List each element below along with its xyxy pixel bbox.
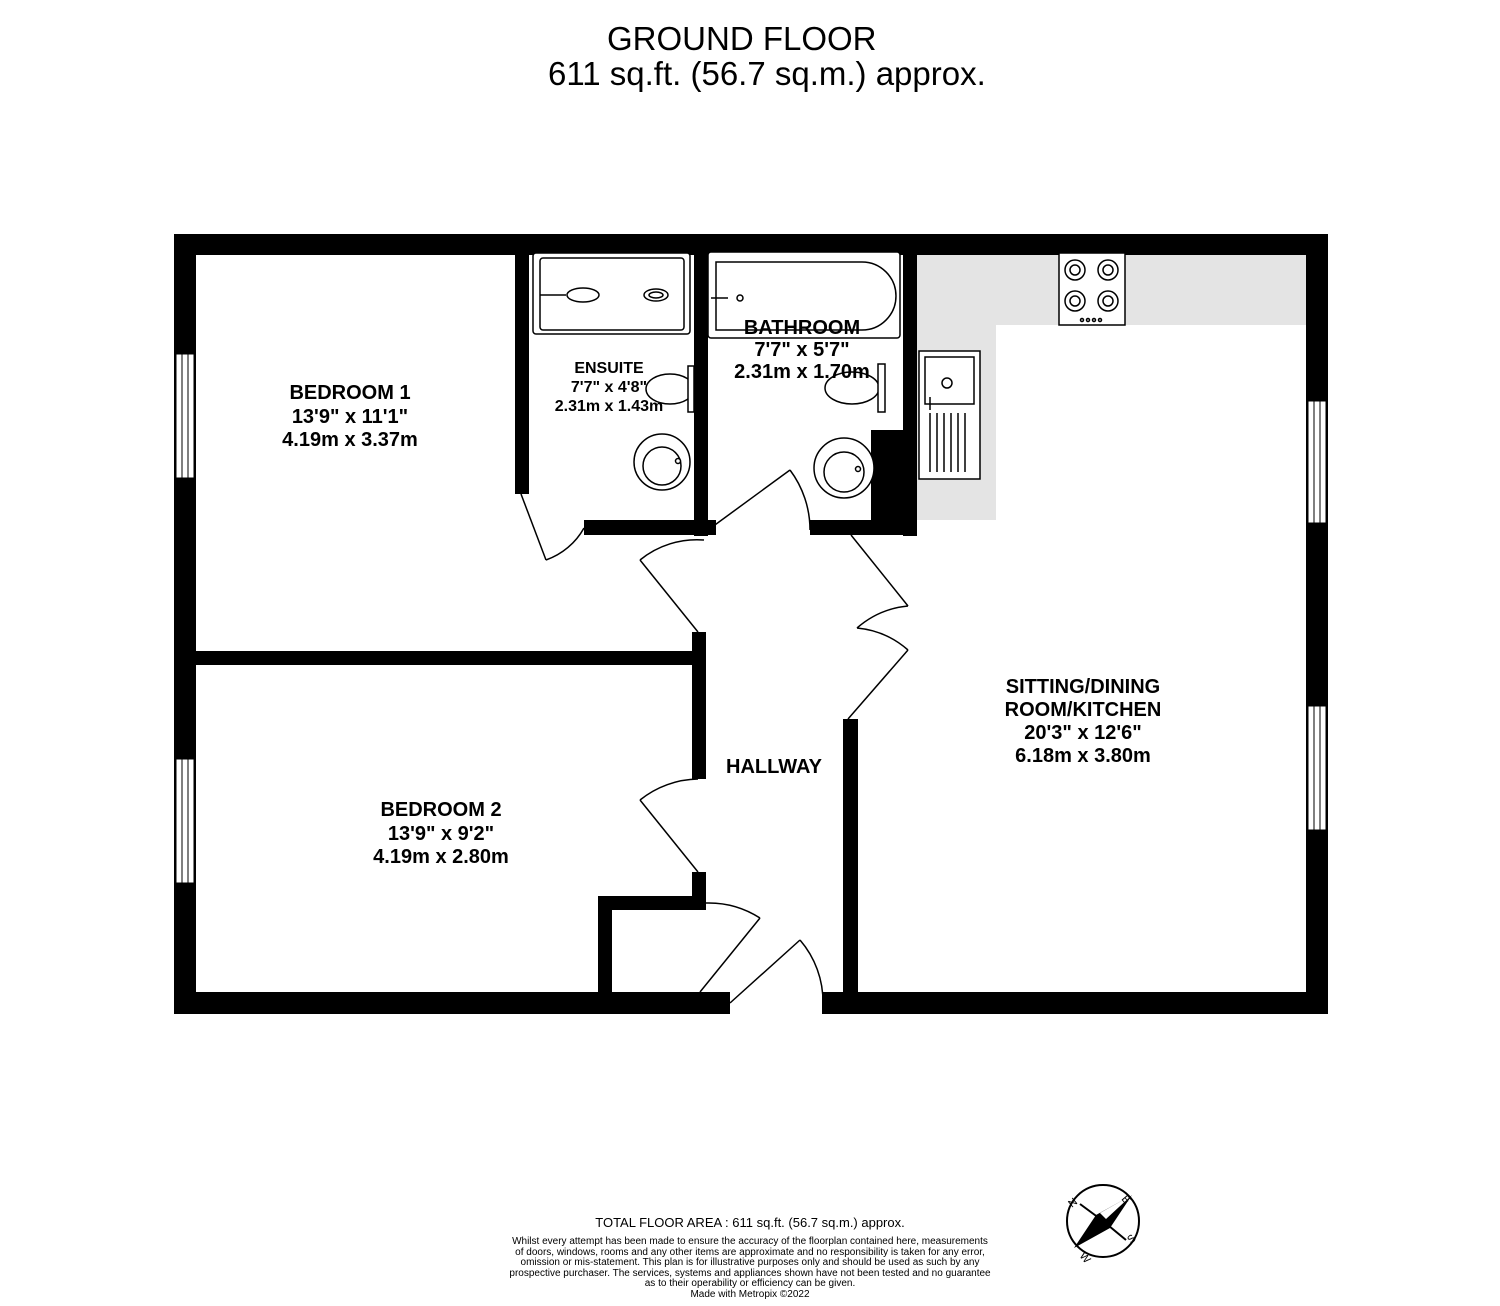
disclaimer-line: Whilst every attempt has been made to en…: [512, 1236, 988, 1247]
wall-ensuite-right: [694, 234, 708, 536]
label-sitting: SITTING/DINING ROOM/KITCHEN 20'3" x 12'6…: [1005, 676, 1162, 768]
ensuite-imperial: 7'7" x 4'8": [570, 378, 648, 396]
hob: [1058, 252, 1126, 326]
sink: [918, 350, 981, 480]
wall-ensuite-left: [515, 234, 529, 494]
door-cupboard: [699, 902, 761, 993]
window-bedroom1: [175, 353, 195, 479]
compass-ring: [1066, 1184, 1140, 1258]
floor-area: 611 sq.ft. (56.7 sq.m.) approx.: [548, 55, 986, 92]
bathroom-imperial: 7'7" x 5'7": [754, 339, 850, 361]
compass-n: N: [1066, 1196, 1080, 1210]
windows: [175, 353, 1327, 884]
door-bedroom1: [639, 538, 705, 633]
ensuite-name: ENSUITE: [574, 360, 644, 377]
total-floor-area: TOTAL FLOOR AREA : 611 sq.ft. (56.7 sq.m…: [595, 1215, 905, 1230]
wall-right: [1306, 234, 1328, 1014]
basin-bathroom: [813, 437, 875, 499]
compass-e: E: [1119, 1193, 1133, 1206]
disclaimer-line: as to their operability or efficiency ca…: [644, 1278, 856, 1290]
bathroom-metric: 2.31m x 1.70m: [734, 361, 870, 383]
kitchen-counter: [917, 255, 1306, 520]
wall-bathroom-right: [903, 234, 917, 536]
door-bathroom: [707, 469, 811, 531]
bathroom-name: BATHROOM: [743, 317, 861, 339]
window-sitting-2: [1307, 705, 1327, 831]
bedroom1-metric: 4.19m x 3.37m: [282, 429, 418, 452]
ensuite-fixtures: [532, 252, 695, 491]
door-sitting-lower: [847, 627, 909, 720]
sitting-name-line2: ROOM/KITCHEN: [1004, 699, 1162, 721]
disclaimer-line: prospective purchaser. The services, sys…: [509, 1267, 991, 1279]
sitting-imperial: 20'3" x 12'6": [1024, 722, 1142, 744]
door-sitting-upper: [850, 534, 909, 629]
ensuite-metric: 2.31m x 1.43m: [554, 397, 664, 415]
label-bathroom: BATHROOM 7'7" x 5'7" 2.31m x 1.70m: [734, 317, 870, 383]
wall-bedroom-divider: [174, 651, 704, 665]
door-front: [729, 939, 824, 1004]
compass: N E S W: [1066, 1184, 1140, 1266]
label-hallway: HALLWAY: [726, 756, 822, 780]
label-bedroom2: BEDROOM 2 13'9" x 9'2" 4.19m x 2.80m: [373, 799, 509, 870]
wall-bottom-right: [822, 992, 1328, 1014]
wall-hall-left-1: [692, 632, 706, 779]
bathroom-box: [871, 430, 905, 525]
disclaimer: Whilst every attempt has been made to en…: [509, 1236, 991, 1301]
compass-w: W: [1077, 1250, 1093, 1266]
disclaimer-line: omission or mis-statement. This plan is …: [520, 1257, 980, 1269]
basin-ensuite: [633, 433, 691, 491]
floor-title: GROUND FLOOR: [607, 20, 877, 57]
wall-cupboard-top: [598, 896, 706, 910]
credit: Made with Metropix ©2022: [690, 1288, 810, 1300]
wall-hall-left-2: [692, 872, 706, 900]
hallway-name: HALLWAY: [726, 756, 822, 778]
wall-ensuite-bottom: [584, 520, 716, 535]
wall-cupboard-left: [598, 896, 612, 1014]
bedroom2-name: BEDROOM 2: [380, 799, 502, 821]
sitting-metric: 6.18m x 3.80m: [1015, 745, 1151, 767]
wall-top: [174, 234, 1328, 255]
bedroom2-metric: 4.19m x 2.80m: [373, 846, 509, 869]
bedroom1-imperial: 13'9" x 11'1": [291, 405, 409, 428]
toilet-ensuite: [645, 365, 695, 413]
bedroom1-name: BEDROOM 1: [289, 382, 411, 404]
wall-bottom-left: [174, 992, 730, 1014]
door-bedroom2: [639, 778, 699, 873]
label-bedroom1: BEDROOM 1 13'9" x 11'1" 4.19m x 3.37m: [282, 382, 418, 453]
kitchen-fixtures: [918, 252, 1126, 480]
disclaimer-line: of doors, windows, rooms and any other i…: [515, 1246, 985, 1258]
wall-hall-right: [843, 719, 858, 1014]
bathroom-fixtures: [707, 251, 901, 499]
bathtub: [707, 251, 901, 339]
toilet-bathroom: [824, 363, 886, 413]
bedroom2-imperial: 13'9" x 9'2": [387, 822, 495, 845]
wall-left: [174, 234, 196, 1014]
window-sitting-1: [1307, 400, 1327, 524]
label-ensuite: ENSUITE 7'7" x 4'8" 2.31m x 1.43m: [555, 360, 664, 417]
sitting-name-line1: SITTING/DINING: [1005, 676, 1161, 698]
door-ensuite: [520, 493, 585, 561]
window-bedroom2: [175, 758, 195, 884]
shower-tray: [532, 252, 691, 335]
doors: [520, 469, 909, 1004]
